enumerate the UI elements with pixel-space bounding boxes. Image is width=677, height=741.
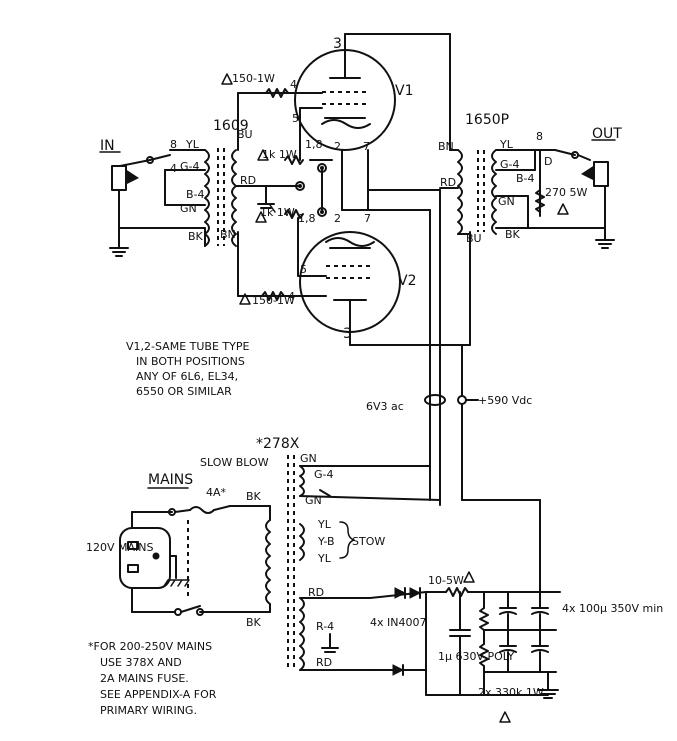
supply-labels: 6V3 ac +590 Vdc <box>366 344 541 591</box>
tube-v1: V1 3 4 150-1W 5 1,8 2 7 1k 1W <box>221 33 451 173</box>
svg-text:5: 5 <box>300 263 307 276</box>
svg-text:G-4: G-4 <box>500 158 520 171</box>
input-jack-icon <box>111 165 127 191</box>
svg-text:*FOR 200-250V MAINS: *FOR 200-250V MAINS <box>88 640 212 653</box>
svg-text:270 5W: 270 5W <box>545 186 587 199</box>
svg-text:RD: RD <box>308 586 324 599</box>
svg-text:2: 2 <box>334 212 341 225</box>
svg-text:G-4: G-4 <box>314 468 334 481</box>
svg-text:IN BOTH POSITIONS: IN BOTH POSITIONS <box>136 355 245 368</box>
svg-text:BK: BK <box>246 490 262 503</box>
svg-text:V1,2-SAME TUBE TYPE: V1,2-SAME TUBE TYPE <box>126 340 249 353</box>
svg-text:RD: RD <box>240 174 256 187</box>
svg-text:BK: BK <box>246 616 262 629</box>
svg-text:GN: GN <box>300 452 317 465</box>
svg-text:150-1W: 150-1W <box>252 294 295 307</box>
svg-text:RD: RD <box>440 176 456 189</box>
svg-text:PRIMARY WIRING.: PRIMARY WIRING. <box>100 704 197 717</box>
svg-text:V1: V1 <box>395 83 413 99</box>
svg-text:2A MAINS FUSE.: 2A MAINS FUSE. <box>100 672 189 685</box>
svg-text:150-1W: 150-1W <box>232 72 275 85</box>
svg-text:8: 8 <box>536 130 543 143</box>
svg-text:1k 1W: 1k 1W <box>260 206 295 219</box>
heater-wiring <box>341 149 441 401</box>
mains-plug-icon <box>119 527 171 589</box>
output-label: OUT <box>592 126 622 142</box>
svg-text:4x 100µ 350V min: 4x 100µ 350V min <box>562 602 663 615</box>
mains-section: MAINS 120V MAINS SLOW BLOW 4A* <box>86 456 269 616</box>
svg-text:4: 4 <box>288 290 295 303</box>
svg-text:YL: YL <box>317 518 332 531</box>
svg-text:*278X: *278X <box>256 436 300 452</box>
tube-note: V1,2-SAME TUBE TYPE IN BOTH POSITIONS AN… <box>126 340 249 398</box>
svg-text:ANY OF 6L6, EL34,: ANY OF 6L6, EL34, <box>136 370 238 383</box>
svg-text:YL: YL <box>185 138 200 151</box>
svg-text:BN: BN <box>220 228 236 241</box>
svg-text:YL: YL <box>499 138 514 151</box>
svg-text:STOW: STOW <box>352 535 385 548</box>
svg-text:GN: GN <box>498 195 515 208</box>
svg-text:3: 3 <box>333 36 342 52</box>
rectifier-section: 4x IN4007 10-5W 1µ 630V POLY 2x 330k 1W <box>369 571 663 723</box>
svg-text:4x IN4007: 4x IN4007 <box>370 616 426 629</box>
svg-text:SLOW BLOW: SLOW BLOW <box>200 456 269 469</box>
svg-text:7: 7 <box>363 140 370 153</box>
output-section: 1650P BN RD BU YL G-4 B-4 GN BK 8 D 270 … <box>438 33 622 249</box>
svg-text:GN: GN <box>180 202 197 215</box>
voltage-note: *FOR 200-250V MAINS USE 378X AND 2A MAIN… <box>88 640 217 717</box>
tube-v2: V2 3 5 4 150-1W 1,8 2 7 1k 1W <box>237 167 471 346</box>
svg-text:B-4: B-4 <box>186 188 205 201</box>
svg-text:2x 330k 1W: 2x 330k 1W <box>478 686 544 699</box>
svg-text:MAINS: MAINS <box>148 472 193 488</box>
svg-text:YL: YL <box>317 552 332 565</box>
fuse-icon <box>189 506 215 514</box>
svg-text:4A*: 4A* <box>206 486 227 499</box>
svg-text:8: 8 <box>170 138 177 151</box>
svg-text:1,8: 1,8 <box>305 138 323 151</box>
svg-text:G-4: G-4 <box>180 160 200 173</box>
svg-text:4: 4 <box>290 78 297 91</box>
input-label: IN <box>100 138 115 154</box>
svg-text:Y-B: Y-B <box>317 535 335 548</box>
svg-text:V2: V2 <box>398 273 416 289</box>
input-transformer-label: 1609 <box>213 118 249 134</box>
svg-text:4: 4 <box>170 162 177 175</box>
input-section: IN 8 YL 4 G-4 B-4 GN BK 1609 BU RD <box>99 118 305 257</box>
svg-text:6550 OR SIMILAR: 6550 OR SIMILAR <box>136 385 232 398</box>
svg-text:2: 2 <box>334 140 341 153</box>
svg-text:R-4: R-4 <box>316 620 334 633</box>
output-transformer-label: 1650P <box>465 112 509 128</box>
svg-text:1µ 630V POLY: 1µ 630V POLY <box>438 650 514 663</box>
svg-text:USE 378X AND: USE 378X AND <box>100 656 182 669</box>
svg-text:3: 3 <box>343 326 352 342</box>
svg-text:SEE APPENDIX-A FOR: SEE APPENDIX-A FOR <box>100 688 217 701</box>
svg-text:B-4: B-4 <box>516 172 535 185</box>
svg-text:BK: BK <box>505 228 521 241</box>
output-jack-icon <box>593 161 609 187</box>
svg-text:BU: BU <box>237 128 253 141</box>
svg-text:BU: BU <box>466 232 482 245</box>
svg-text:10-5W: 10-5W <box>428 574 464 587</box>
svg-text:5: 5 <box>292 112 299 125</box>
svg-text:RD: RD <box>316 656 332 669</box>
svg-text:BK: BK <box>188 230 204 243</box>
svg-text:BN: BN <box>438 140 454 153</box>
svg-text:7: 7 <box>364 212 371 225</box>
svg-text:D: D <box>544 155 552 168</box>
svg-text:+590 Vdc: +590 Vdc <box>478 394 532 407</box>
svg-text:6V3 ac: 6V3 ac <box>366 400 404 413</box>
power-transformer: *278X GN G-4 GN YL Y-B YL STOW RD R-4 RD… <box>199 436 441 671</box>
